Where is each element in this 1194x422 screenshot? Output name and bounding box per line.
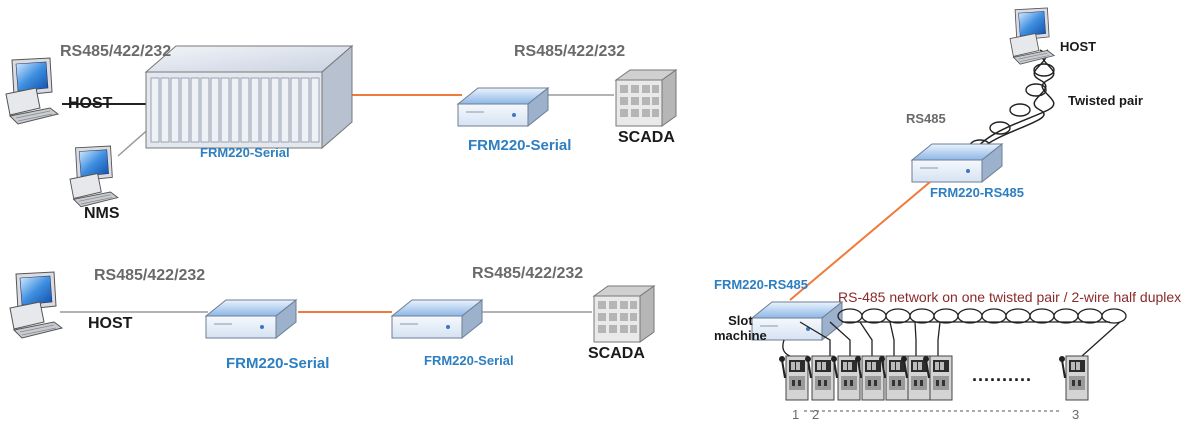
rs485-label: RS485 xyxy=(906,111,946,126)
media-converter-icon xyxy=(457,87,549,127)
rs485-bus xyxy=(782,308,1127,357)
bottom-scenario xyxy=(9,271,655,343)
host-label: HOST xyxy=(68,95,113,112)
converter-product-label: FRM220-Serial xyxy=(424,353,514,368)
converter-product-label: FRM220-Serial xyxy=(226,355,330,372)
computer-icon xyxy=(5,57,59,125)
media-converter-icon xyxy=(391,299,483,339)
slot-machine-icon xyxy=(1058,355,1089,401)
building-icon xyxy=(615,69,677,127)
protocol-label: RS485/422/232 xyxy=(514,43,626,60)
network-caption: RS-485 network on one twisted pair / 2-w… xyxy=(838,289,1182,305)
rack-product-label: FRM220-Serial xyxy=(200,145,290,160)
host-label: HOST xyxy=(88,315,133,332)
rack-chassis-icon xyxy=(144,44,354,150)
twisted-pair-label: Twisted pair xyxy=(1068,93,1143,108)
media-converter-icon xyxy=(205,299,297,339)
rs485-fiber-link[interactable] xyxy=(789,181,931,301)
slot-machine-label-line: Slot xyxy=(728,313,753,328)
scada-label: SCADA xyxy=(588,345,645,362)
top-scenario xyxy=(5,44,677,208)
slot-ellipsis: .......... xyxy=(972,365,1033,385)
computer-icon xyxy=(69,145,119,208)
slot-machine-label-line: machine xyxy=(714,327,767,343)
twisted-pair-cable xyxy=(974,49,1055,151)
computer-icon xyxy=(1009,7,1055,65)
protocol-label: RS485/422/232 xyxy=(94,267,206,284)
converter-product-label: FRM220-RS485 xyxy=(930,185,1024,200)
building-icon xyxy=(593,285,655,343)
slot-machine-icon xyxy=(830,355,861,401)
slot-number: 2 xyxy=(812,407,820,422)
host-label: HOST xyxy=(1060,39,1097,54)
slot-machine-label: Slot machine xyxy=(714,313,767,344)
converter-product-label: FRM220-RS485 xyxy=(714,277,808,292)
computer-icon xyxy=(9,271,63,339)
protocol-label: RS485/422/232 xyxy=(60,43,172,60)
right-scenario xyxy=(751,7,1127,412)
slot-machine-icon xyxy=(778,355,809,401)
nms-label: NMS xyxy=(84,205,120,222)
scada-label: SCADA xyxy=(618,129,675,146)
slot-machine-icon xyxy=(804,355,835,401)
protocol-label: RS485/422/232 xyxy=(472,265,584,282)
slot-number: 3 xyxy=(1072,407,1080,422)
media-converter-icon xyxy=(911,143,1003,183)
slot-number: 1 xyxy=(792,407,800,422)
converter-product-label: FRM220-Serial xyxy=(468,137,572,154)
